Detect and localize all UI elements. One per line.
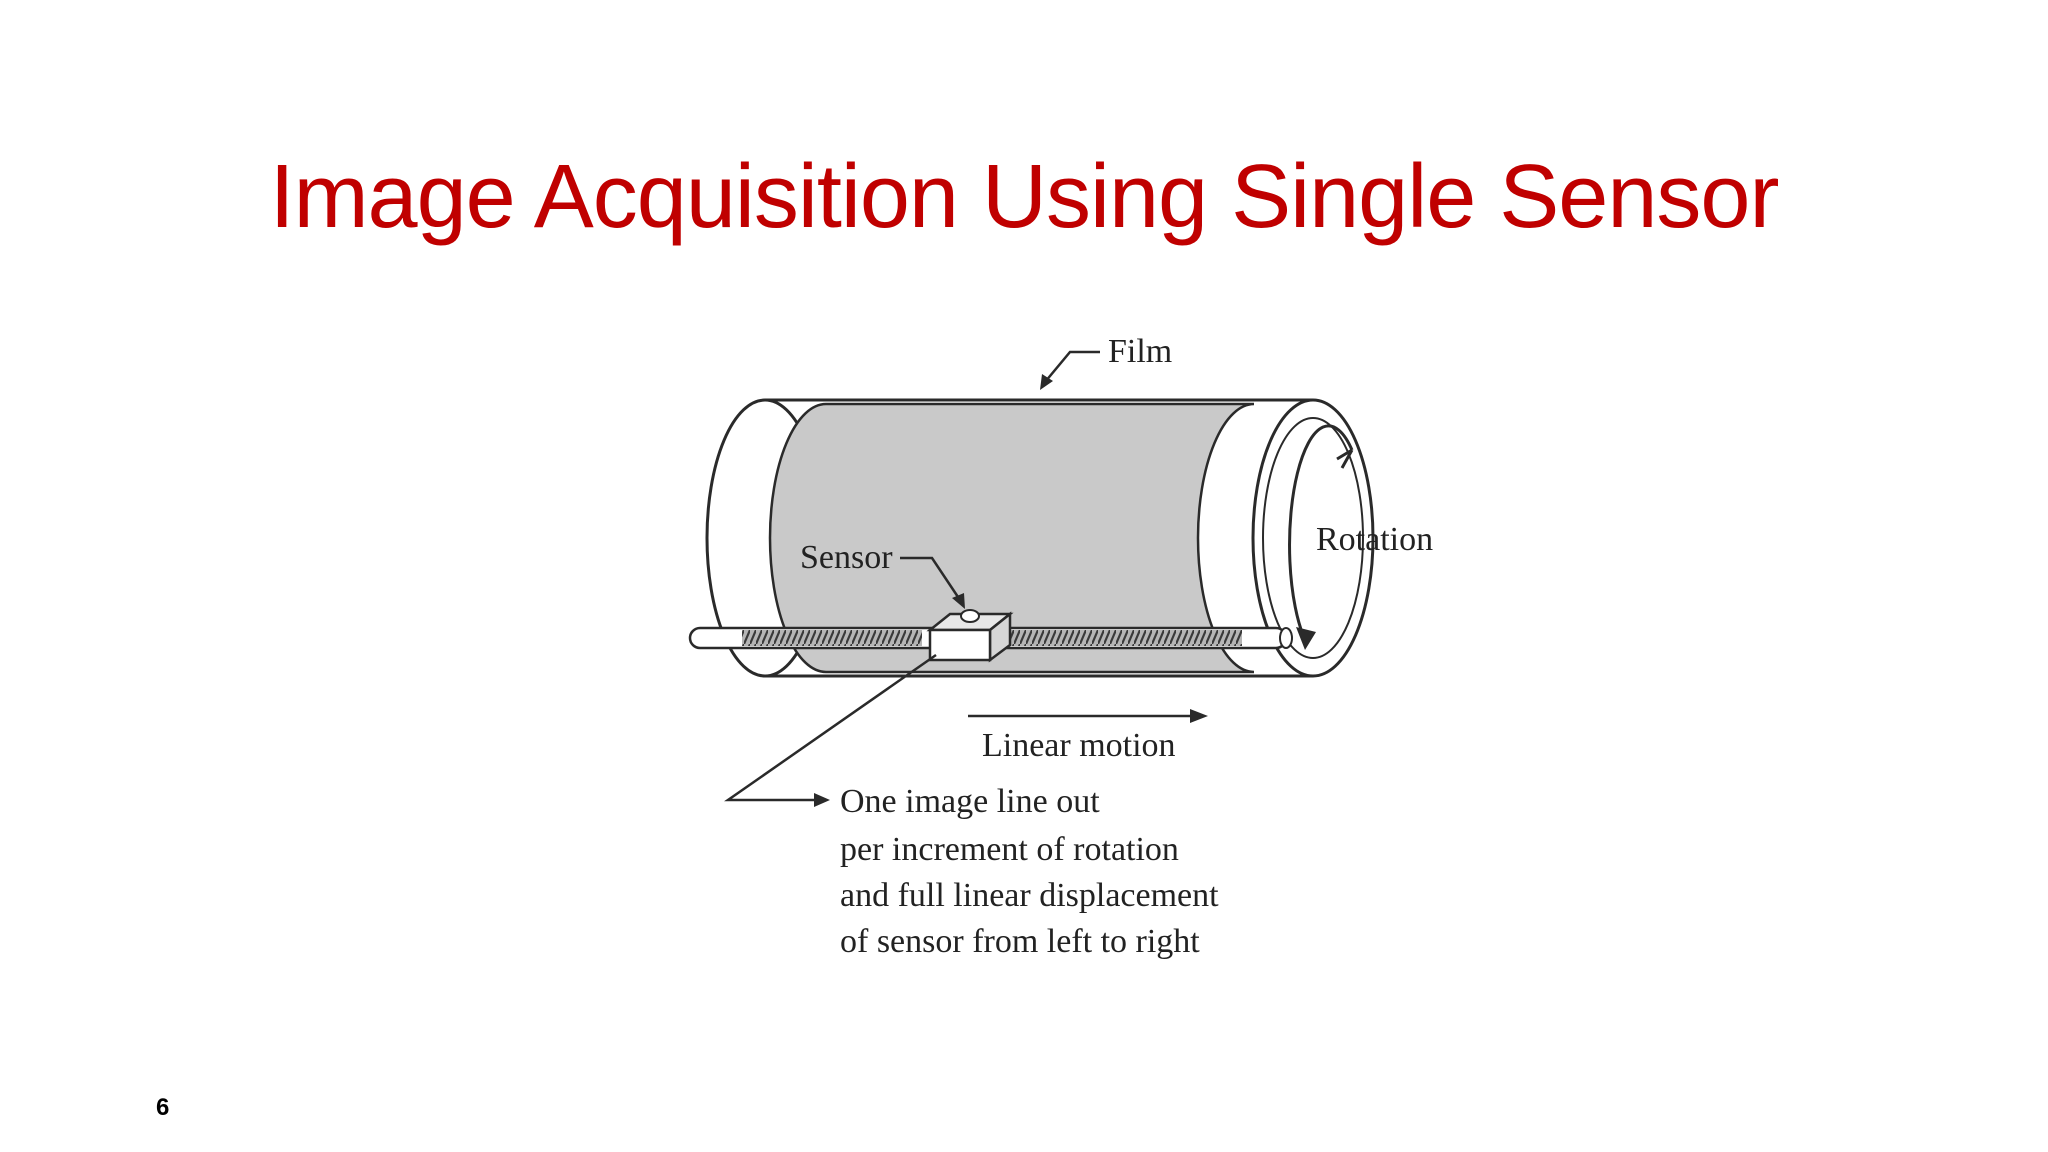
rotation-label: Rotation: [1316, 521, 1433, 558]
page-number: 6: [156, 1094, 170, 1121]
drum-right-end: [1251, 398, 1375, 678]
film-sheet: [768, 402, 1255, 674]
output-line-arrow: [724, 653, 937, 807]
rotation-arrow: [1288, 424, 1354, 650]
sensor-label: Sensor: [800, 539, 893, 576]
slide-title: Image Acquisition Using Single Sensor: [269, 147, 1780, 247]
film-leader-arrow: [1040, 350, 1100, 390]
sensor-leader-arrow: [900, 556, 965, 609]
caption-line: per increment of rotation: [840, 831, 1179, 868]
caption-line: of sensor from left to right: [840, 923, 1200, 960]
caption-line: and full linear displacement: [840, 877, 1219, 914]
sensor-block: [926, 609, 1014, 663]
linear-motion-arrow: [968, 709, 1208, 723]
linear-motion-label: Linear motion: [982, 727, 1176, 764]
caption-line: One image line out: [840, 783, 1100, 820]
film-label: Film: [1108, 333, 1172, 370]
